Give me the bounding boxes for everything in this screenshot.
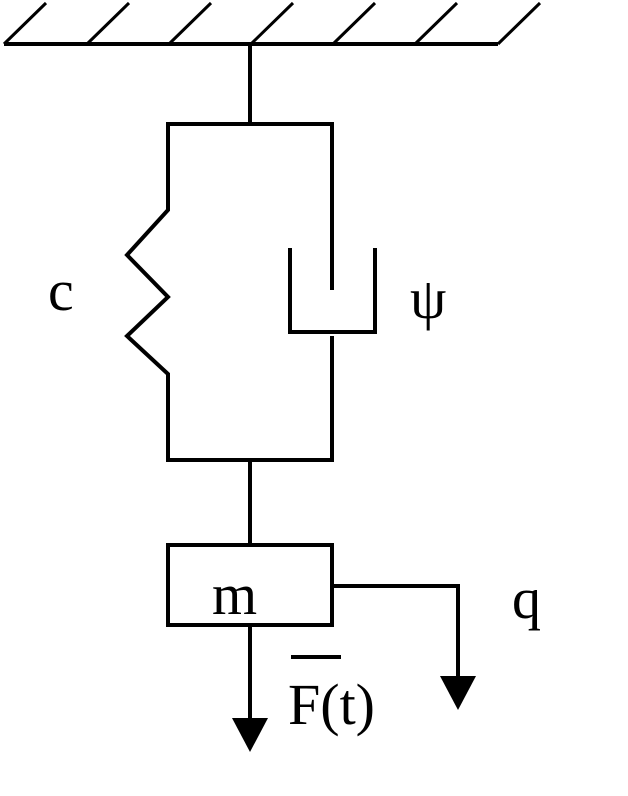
damper-element	[288, 124, 377, 460]
force-arrowhead	[232, 718, 268, 752]
fixed-support	[2, 1, 542, 46]
spring-element	[124, 124, 171, 460]
lower-connector	[166, 458, 334, 545]
displacement-arrow	[332, 584, 476, 710]
displacement-arrowhead	[440, 676, 476, 710]
force-arrow	[232, 625, 268, 752]
damper-label: ψ	[410, 266, 446, 331]
displacement-label: q	[512, 566, 541, 631]
mass-label: m	[212, 562, 257, 627]
support-hatching	[2, 1, 542, 46]
force-label: F(t)	[288, 672, 375, 737]
upper-connector	[166, 44, 334, 126]
damper-cylinder	[288, 248, 377, 334]
spring-label: c	[48, 258, 74, 323]
